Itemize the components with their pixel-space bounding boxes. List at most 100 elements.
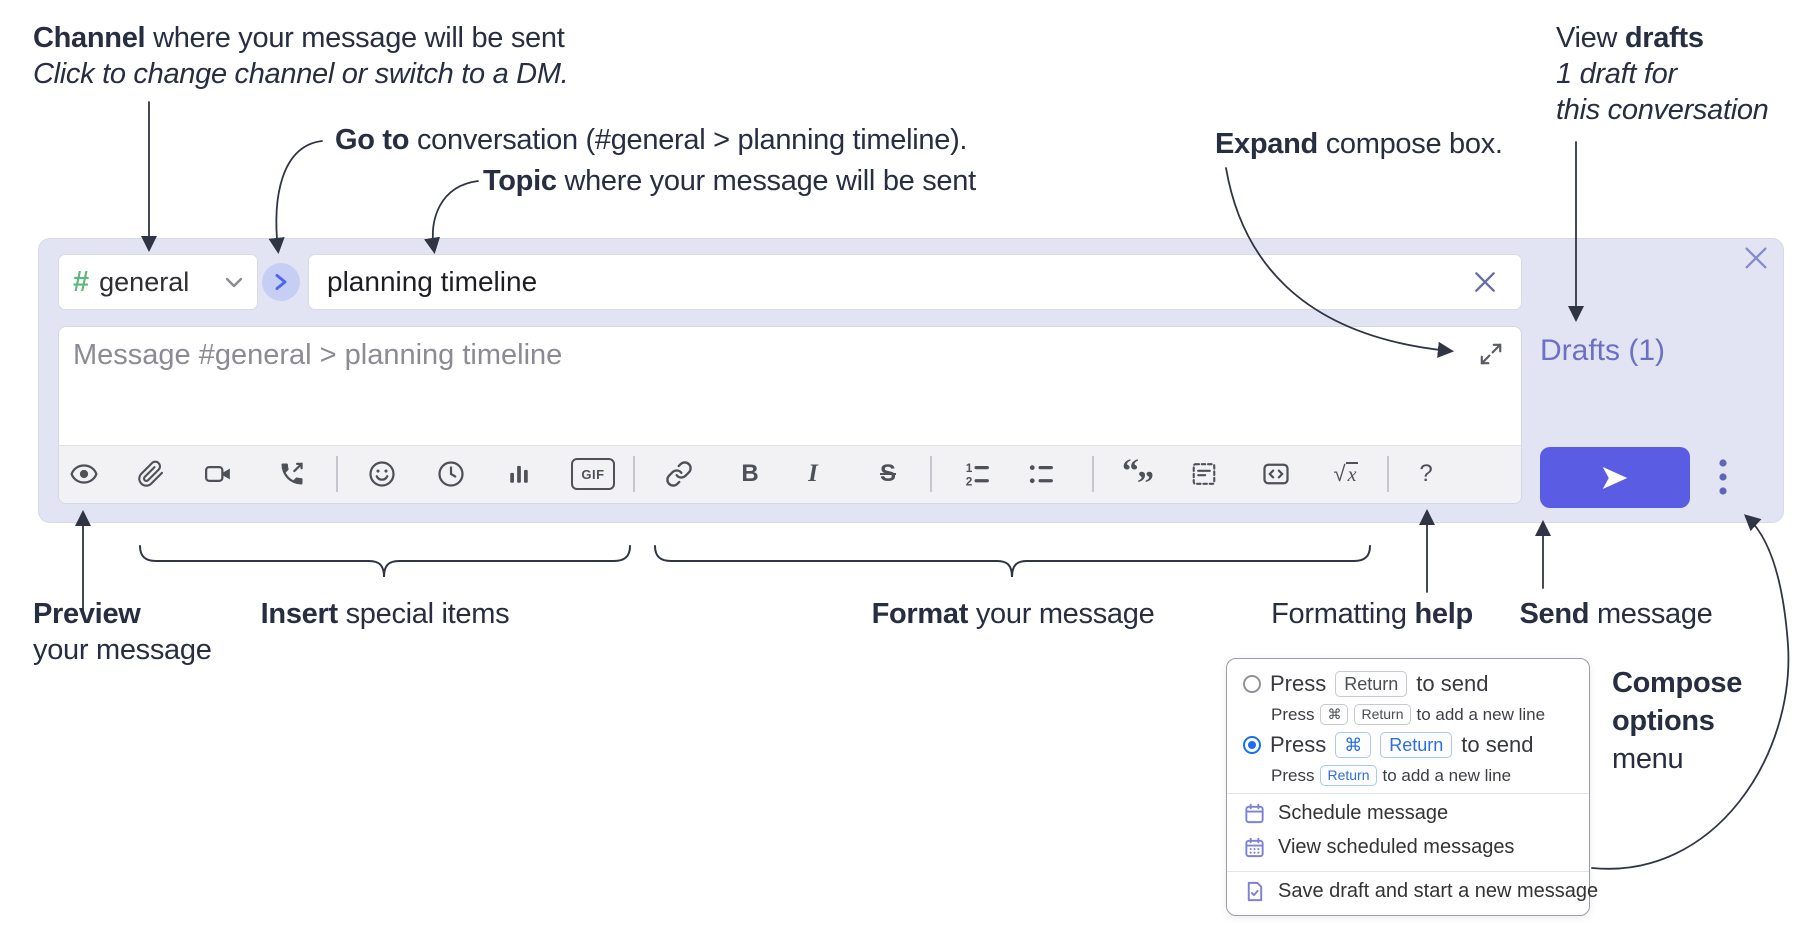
compose-options-note-line1: Compose (1612, 667, 1743, 699)
menu-item-label: Schedule message (1278, 802, 1449, 824)
drafts-note-text: View (1556, 22, 1625, 54)
send-note: Send message (1519, 596, 1712, 632)
close-compose-button[interactable] (1740, 243, 1772, 275)
go-to-conversation-button[interactable] (262, 263, 300, 301)
chevron-right-icon (275, 274, 287, 290)
brace-insert (139, 545, 631, 578)
help-note-text: Formatting (1271, 598, 1415, 630)
math-icon[interactable]: √x (1326, 457, 1366, 491)
expand-note-bold: Expand (1215, 128, 1318, 160)
kbd-return: Return (1335, 671, 1408, 697)
drafts-note-line3: this conversation (1556, 94, 1769, 126)
preview-note-bold: Preview (33, 598, 141, 630)
connector-goto-curve (268, 140, 323, 255)
send-note-text: message (1589, 598, 1713, 630)
audio-call-icon[interactable] (275, 457, 309, 491)
italic-label: I (808, 460, 818, 487)
attach-file-icon[interactable] (134, 457, 168, 491)
menu-item-schedule-message[interactable]: Schedule message (1243, 802, 1448, 825)
topic-note-bold: Topic (483, 165, 557, 197)
bold-icon[interactable]: B (733, 457, 767, 491)
compose-options-note-line2: options (1612, 705, 1715, 737)
formatting-toolbar: GIF B I S 1 2 (59, 445, 1521, 503)
send-note-bold: Send (1519, 598, 1590, 630)
channel-name: general (99, 266, 190, 297)
channel-note-bold: Channel (33, 22, 146, 54)
channel-selector[interactable]: # general (58, 254, 258, 310)
math-glyphs: √x (1333, 461, 1359, 486)
kbd-return: Return (1320, 765, 1377, 786)
vertical-ellipsis-icon (1719, 459, 1727, 495)
toolbar-divider (930, 456, 932, 492)
menu-option-return-to-send[interactable]: Press Return to send (1243, 671, 1488, 697)
format-note: Format your message (872, 596, 1155, 632)
expand-note-text: compose box. (1317, 128, 1503, 160)
code-icon[interactable] (1259, 457, 1293, 491)
poll-chart-icon[interactable] (502, 457, 536, 491)
time-icon[interactable] (434, 457, 468, 491)
quote-glyphs: “ ” (1122, 453, 1154, 502)
radio-unselected-icon[interactable] (1243, 675, 1261, 693)
gif-label: GIF (571, 458, 615, 490)
format-note-text: your message (968, 598, 1155, 630)
formatting-help-icon[interactable]: ? (1409, 457, 1443, 491)
link-icon[interactable] (662, 457, 696, 491)
kbd-cmd: ⌘ (1320, 704, 1349, 725)
goto-note-bold: Go to (335, 124, 410, 156)
channel-hash-icon: # (73, 265, 90, 298)
clear-topic-button[interactable] (1468, 266, 1502, 300)
calendar-grid-icon (1245, 837, 1264, 858)
expand-compose-button[interactable] (1477, 341, 1505, 369)
chevron-down-icon (225, 277, 243, 287)
menu-option-cmd-return-to-send[interactable]: Press ⌘ Return to send (1243, 732, 1533, 758)
formatting-help-note: Formatting help (1271, 596, 1473, 632)
drafts-link[interactable]: Drafts (1) (1540, 334, 1666, 367)
compose-options-note-line3: menu (1612, 743, 1684, 775)
message-input[interactable] (59, 327, 1521, 445)
gif-icon[interactable]: GIF (571, 457, 615, 491)
goto-note: Go to conversation (#general > planning … (335, 122, 967, 158)
compose-options-menu: Press Return to send Press ⌘ Return to a… (1226, 658, 1598, 916)
help-label: ? (1419, 460, 1433, 487)
menu-option-cmd-return-subtext: Press Return to add a new line (1271, 765, 1512, 786)
channel-note-italic: Click to change channel or switch to a D… (33, 58, 569, 90)
message-box: GIF B I S 1 2 (58, 326, 1522, 504)
preview-eye-icon[interactable] (67, 457, 101, 491)
compose-options-button[interactable] (1706, 448, 1740, 506)
emoji-icon[interactable] (365, 457, 399, 491)
drafts-note-line2: 1 draft for (1556, 58, 1677, 90)
menu-item-label: Save draft and start a new message (1278, 880, 1599, 902)
channel-note: Channel where your message will be sent … (33, 20, 569, 92)
send-button[interactable] (1540, 447, 1690, 508)
menu-item-save-draft[interactable]: Save draft and start a new message (1243, 880, 1598, 903)
spoiler-icon[interactable] (1187, 457, 1221, 491)
toolbar-divider (1092, 456, 1094, 492)
menu-divider (1227, 871, 1589, 872)
calendar-icon (1245, 803, 1264, 824)
numbered-list-icon[interactable]: 1 2 (960, 457, 994, 491)
menu-item-view-scheduled-messages[interactable]: View scheduled messages (1243, 836, 1514, 859)
bold-label: B (741, 460, 759, 487)
radio-selected-icon[interactable] (1243, 736, 1261, 754)
bulleted-list-icon[interactable] (1024, 457, 1058, 491)
menu-option-text: Press (1270, 732, 1327, 757)
topic-note-text: where your message will be sent (556, 165, 976, 197)
close-icon (1475, 271, 1495, 292)
video-call-icon[interactable] (201, 457, 235, 491)
insert-note-text: special items (337, 598, 510, 630)
quote-icon[interactable]: “ ” (1121, 453, 1155, 502)
menu-item-label: View scheduled messages (1278, 836, 1515, 858)
brace-format (654, 545, 1371, 578)
drafts-note-bold: drafts (1624, 22, 1704, 54)
topic-input[interactable] (308, 254, 1522, 310)
send-plane-icon (1602, 466, 1628, 489)
goto-note-text: conversation (#general > planning timeli… (409, 124, 968, 156)
menu-option-text: to send (1416, 671, 1489, 696)
expand-note: Expand compose box. (1215, 126, 1503, 162)
topic-note: Topic where your message will be sent (483, 163, 976, 199)
close-icon (1745, 247, 1767, 268)
strikethrough-icon[interactable]: S (871, 457, 905, 491)
kbd-return: Return (1354, 704, 1411, 725)
italic-icon[interactable]: I (796, 457, 830, 491)
